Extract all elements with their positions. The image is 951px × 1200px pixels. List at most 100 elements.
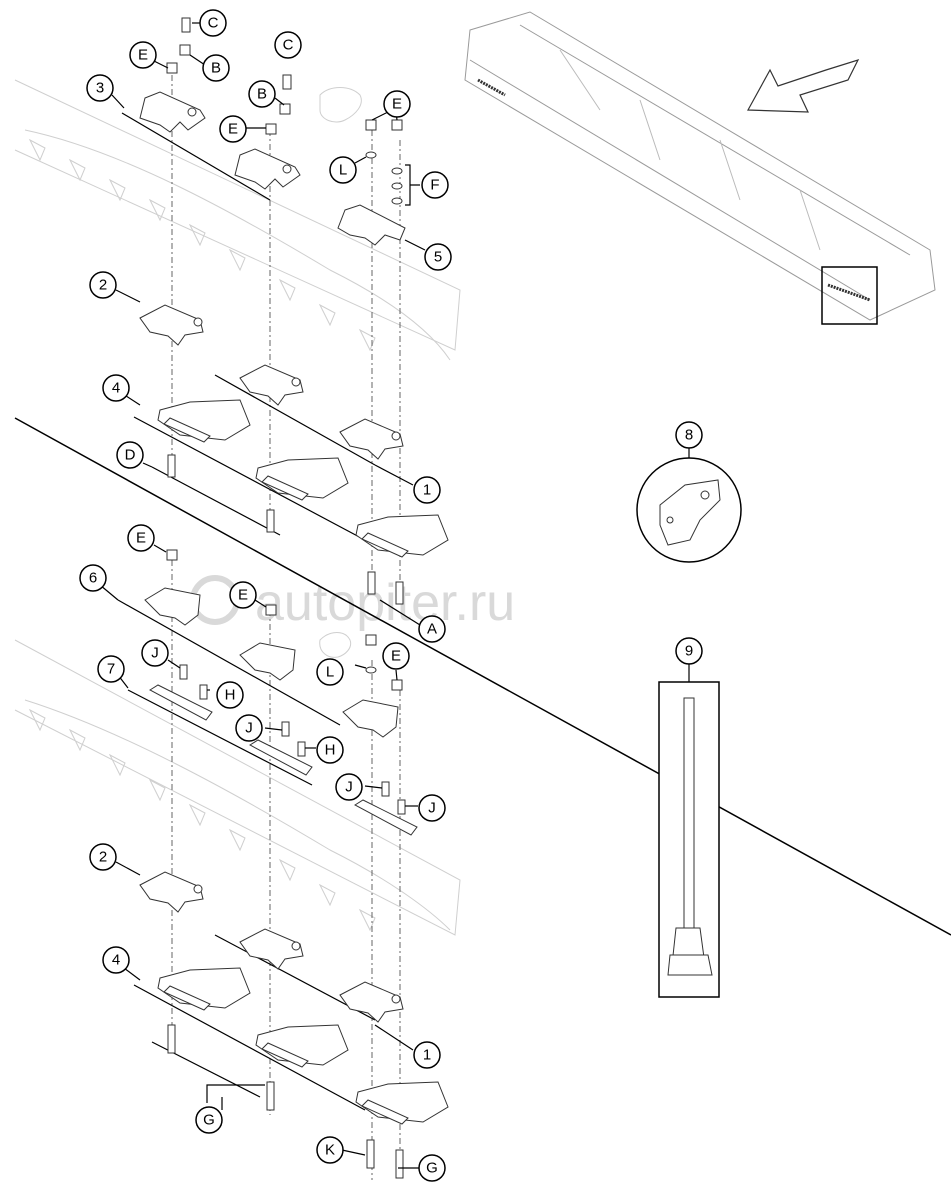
svg-text:E: E bbox=[228, 121, 238, 138]
svg-text:E: E bbox=[138, 47, 148, 64]
svg-text:G: G bbox=[426, 1160, 438, 1177]
svg-text:C: C bbox=[208, 15, 219, 32]
svg-text:2: 2 bbox=[99, 277, 107, 294]
svg-text:F: F bbox=[430, 177, 439, 194]
guard-3-upper-a bbox=[139, 91, 206, 133]
svg-text:C: C bbox=[283, 37, 294, 54]
callout-B-2: B bbox=[248, 80, 276, 108]
guard-3-upper-b bbox=[234, 148, 301, 190]
svg-text:L: L bbox=[339, 162, 347, 179]
callout-C-1: C bbox=[199, 9, 227, 37]
callout-E-6: E bbox=[382, 642, 410, 670]
svg-text:8: 8 bbox=[685, 427, 693, 444]
knife-section-4-lower-c bbox=[355, 1081, 449, 1125]
svg-text:E: E bbox=[391, 648, 401, 665]
callout-9: 9 bbox=[675, 637, 703, 665]
guard-6-c bbox=[342, 699, 399, 738]
svg-text:J: J bbox=[245, 720, 253, 737]
guard-1-lower-b bbox=[339, 981, 404, 1023]
svg-text:4: 4 bbox=[112, 380, 120, 397]
svg-text:J: J bbox=[151, 645, 159, 662]
svg-text:1: 1 bbox=[423, 1047, 431, 1064]
plate-7-a bbox=[149, 684, 213, 721]
callout-4-lower: 4 bbox=[102, 946, 130, 974]
svg-text:7: 7 bbox=[107, 661, 115, 678]
callout-L-2: L bbox=[316, 658, 344, 686]
callout-5: 5 bbox=[424, 243, 452, 271]
callout-B-1: B bbox=[202, 54, 230, 82]
callout-G-1: G bbox=[195, 1106, 223, 1134]
svg-text:B: B bbox=[257, 86, 267, 103]
callout-8: 8 bbox=[675, 421, 703, 449]
callout-A: A bbox=[418, 615, 446, 643]
svg-text:9: 9 bbox=[685, 643, 693, 660]
knife-section-4-lower-a bbox=[157, 967, 251, 1011]
callout-4-upper: 4 bbox=[102, 374, 130, 402]
callout-J-3: J bbox=[335, 773, 363, 801]
direction-arrow-icon bbox=[747, 59, 860, 113]
svg-text:B: B bbox=[211, 60, 221, 77]
cutter-bar-background-lower bbox=[14, 632, 461, 936]
callout-H-1: H bbox=[216, 681, 244, 709]
guard-2-lower bbox=[139, 871, 204, 913]
detail-9-rod bbox=[658, 664, 720, 998]
svg-text:L: L bbox=[326, 664, 334, 681]
callout-D: D bbox=[116, 441, 144, 469]
diagonal-divider-line bbox=[14, 417, 951, 936]
callout-E-2: E bbox=[219, 115, 247, 143]
svg-text:2: 2 bbox=[99, 849, 107, 866]
hardware-lower bbox=[166, 549, 406, 1179]
svg-text:J: J bbox=[345, 779, 353, 796]
callout-J-2: J bbox=[235, 714, 263, 742]
callout-L-1: L bbox=[329, 156, 357, 184]
callout-G-2: G bbox=[418, 1154, 446, 1182]
svg-text:1: 1 bbox=[423, 482, 431, 499]
svg-text:D: D bbox=[125, 447, 136, 464]
callout-J-4: J bbox=[418, 794, 446, 822]
svg-text:A: A bbox=[427, 621, 437, 638]
callout-7: 7 bbox=[97, 655, 125, 683]
group-base-lines bbox=[117, 112, 376, 1111]
detail-8-bracket bbox=[636, 448, 742, 563]
svg-text:5: 5 bbox=[434, 249, 442, 266]
callout-K: K bbox=[316, 1136, 344, 1164]
svg-text:3: 3 bbox=[96, 80, 104, 97]
guard-1-lower-a bbox=[239, 928, 304, 970]
callout-1-upper: 1 bbox=[413, 476, 441, 504]
guard-6-a bbox=[144, 587, 201, 626]
plate-7-c bbox=[354, 799, 418, 836]
guard-2-upper bbox=[139, 304, 204, 346]
knife-section-4-upper-c bbox=[355, 514, 449, 558]
callout-E-3: E bbox=[383, 90, 411, 118]
callout-J-1: J bbox=[141, 639, 169, 667]
svg-text:E: E bbox=[136, 530, 146, 547]
callout-E-1: E bbox=[129, 41, 157, 69]
svg-text:H: H bbox=[325, 742, 336, 759]
knife-section-4-upper-b bbox=[255, 457, 349, 501]
knife-section-4-lower-b bbox=[255, 1024, 349, 1068]
callout-C-2: C bbox=[274, 31, 302, 59]
svg-text:J: J bbox=[428, 800, 436, 817]
guard-5 bbox=[337, 204, 406, 246]
callout-3: 3 bbox=[86, 74, 114, 102]
hardware-upper bbox=[166, 17, 404, 605]
callout-2-lower: 2 bbox=[89, 843, 117, 871]
svg-text:6: 6 bbox=[89, 570, 97, 587]
callout-6: 6 bbox=[79, 564, 107, 592]
knife-section-4-upper-a bbox=[157, 399, 251, 443]
svg-text:E: E bbox=[392, 96, 402, 113]
guard-1-upper-b bbox=[339, 418, 404, 460]
cutter-bar-background-upper bbox=[14, 79, 461, 361]
callout-H-2: H bbox=[316, 736, 344, 764]
callout-1-lower: 1 bbox=[413, 1041, 441, 1069]
svg-text:K: K bbox=[325, 1142, 335, 1159]
cutter-bar-location-highlight bbox=[821, 266, 878, 325]
guard-6-b bbox=[239, 642, 296, 681]
guard-1-upper-a bbox=[239, 364, 304, 406]
callout-E-5: E bbox=[229, 581, 257, 609]
svg-text:E: E bbox=[238, 587, 248, 604]
plate-7-b bbox=[249, 739, 313, 776]
svg-text:4: 4 bbox=[112, 952, 120, 969]
svg-text:G: G bbox=[203, 1112, 215, 1129]
